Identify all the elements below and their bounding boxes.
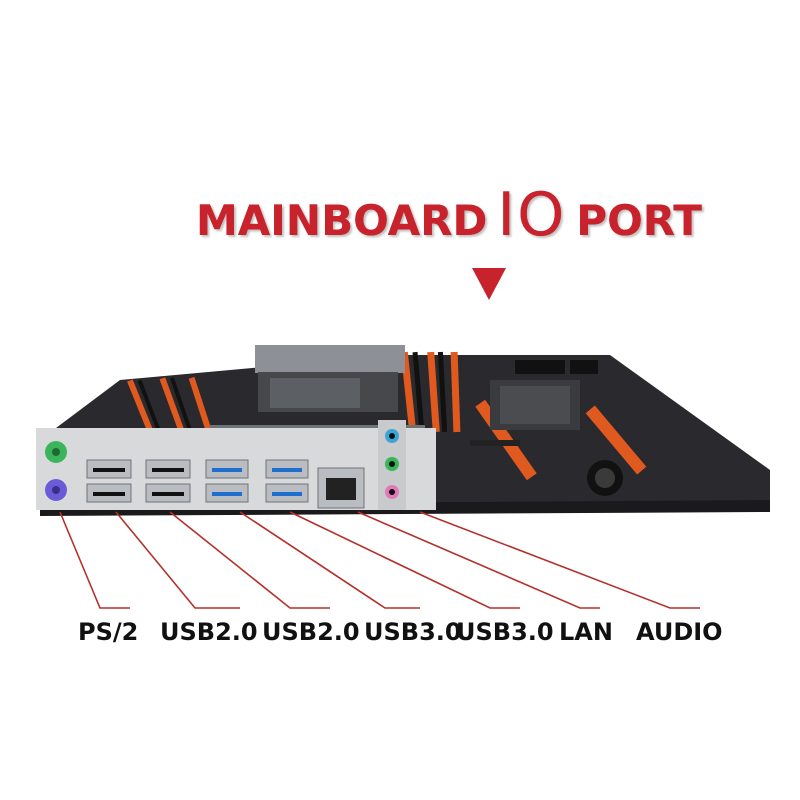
- label-usb20-1: USB2.0: [160, 618, 258, 646]
- title-word-io: IO: [497, 180, 567, 250]
- down-arrow-icon: [472, 268, 506, 300]
- label-usb20-2: USB2.0: [262, 618, 360, 646]
- label-usb30-1: USB3.0: [364, 618, 462, 646]
- motherboard-illustration: [36, 345, 770, 516]
- title-word-port: PORT: [576, 196, 702, 245]
- title-word-mainboard: MAINBOARD: [196, 196, 488, 245]
- label-ps2: PS/2: [78, 618, 139, 646]
- label-audio: AUDIO: [636, 618, 723, 646]
- label-usb30-2: USB3.0: [456, 618, 554, 646]
- label-lan: LAN: [559, 618, 613, 646]
